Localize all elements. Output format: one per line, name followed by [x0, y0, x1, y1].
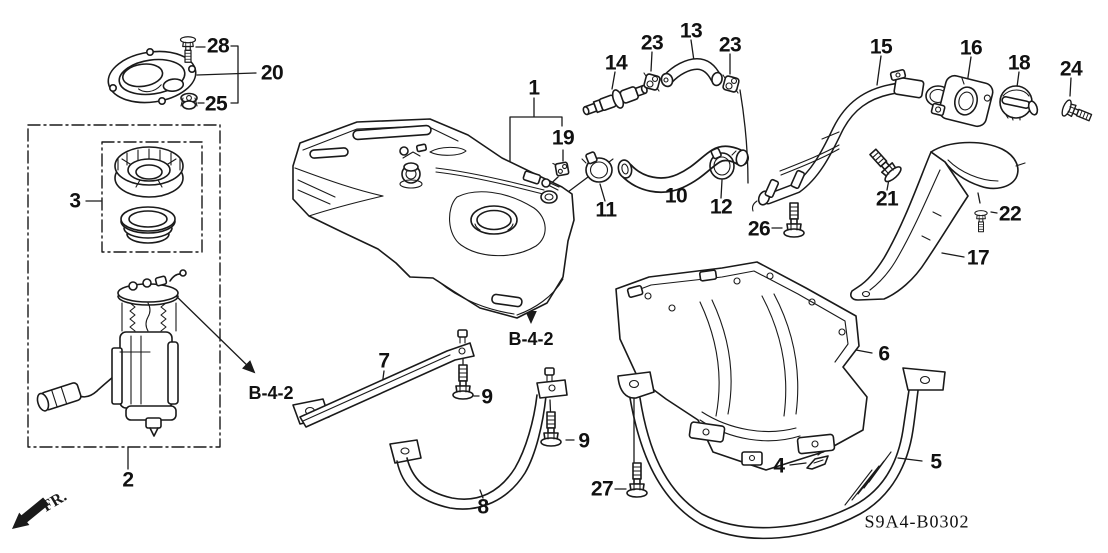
tank-lid-plate — [107, 47, 197, 106]
fuel-pump-module — [36, 269, 187, 437]
guard-band — [617, 367, 946, 540]
lid-clip-nut — [180, 92, 198, 110]
fr-label: FR. — [39, 488, 69, 516]
clip-4 — [806, 451, 829, 470]
pump-seal — [120, 206, 176, 244]
clamp-11 — [581, 151, 614, 183]
tank-guard-plate — [615, 261, 868, 471]
bolt-27 — [626, 462, 648, 498]
bolt-24 — [1059, 98, 1095, 127]
vent-valve — [582, 84, 648, 116]
screw-22 — [974, 210, 988, 233]
fr-direction-arrow: FR. — [12, 488, 70, 529]
clip-19 — [552, 161, 570, 177]
hose-10 — [617, 145, 749, 193]
hose-13 — [660, 58, 723, 88]
fuel-cap — [999, 85, 1039, 121]
clamp-23-b — [721, 74, 741, 94]
filler-pipe-cover — [850, 141, 1026, 301]
tank-band-7 — [292, 329, 475, 428]
leader-lines — [85, 39, 1072, 499]
bolt-9-front — [452, 364, 474, 400]
fuel-tank — [292, 118, 575, 319]
bolt-21 — [864, 144, 904, 185]
bolt-26 — [783, 202, 805, 238]
clamp-23-a — [642, 72, 662, 92]
tank-band-8 — [389, 367, 568, 510]
locknut — [114, 146, 184, 198]
filler-neck-flange — [930, 74, 994, 128]
bolt-9-rear — [540, 411, 562, 447]
clamp-12 — [709, 147, 737, 180]
pump-assembly-box — [27, 124, 221, 448]
